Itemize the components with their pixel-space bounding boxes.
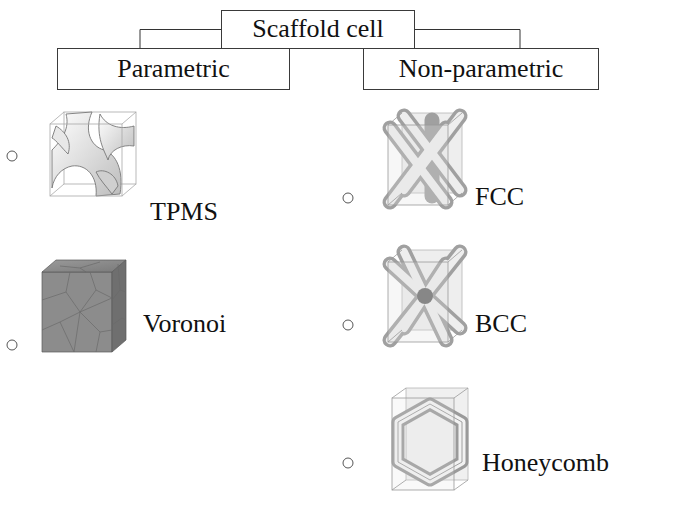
fcc-cell [388,113,462,205]
honeycomb-cell [392,388,468,490]
radio-circle [7,151,353,468]
category-box: Parametric [57,48,290,90]
box-label: Scaffold cell [252,15,384,44]
cell-label: FCC [475,183,524,212]
tree-connector [140,30,221,49]
cell-label: Honeycomb [482,449,609,478]
cell-label: Voronoi [143,310,226,339]
tpms-cell [50,112,136,196]
tree-connector [415,30,520,49]
bcc-cell [388,250,462,342]
category-box: Non-parametric [363,48,599,90]
root-box: Scaffold cell [221,10,415,49]
voronoi-cell [42,260,126,352]
cell-label: BCC [475,310,527,339]
box-label: Parametric [117,55,230,84]
cell-label: TPMS [150,198,218,227]
box-label: Non-parametric [399,55,564,84]
